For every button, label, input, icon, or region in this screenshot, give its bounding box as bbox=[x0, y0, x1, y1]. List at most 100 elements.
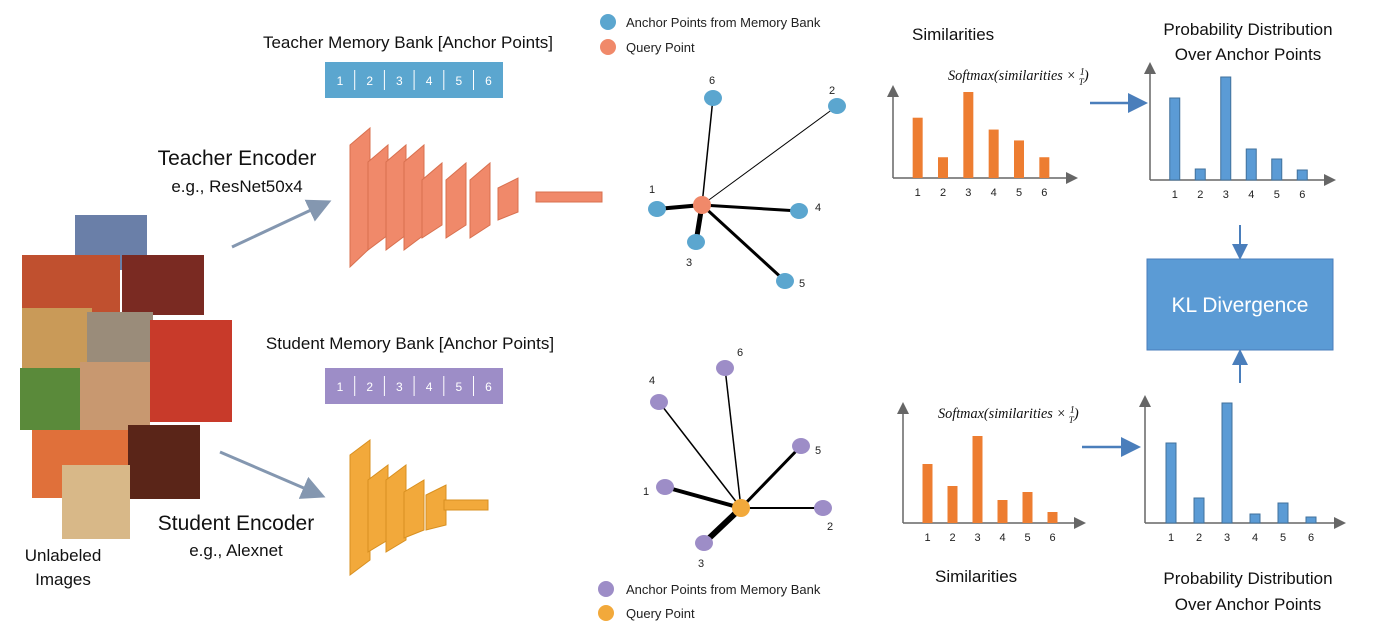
tick-label-1: 1 bbox=[924, 532, 930, 544]
bank-slot-6: 6 bbox=[485, 74, 492, 88]
bar-5 bbox=[1271, 158, 1283, 181]
kl-divergence-box bbox=[1146, 258, 1334, 351]
tick-label-6: 6 bbox=[1041, 187, 1047, 199]
similarity-edge-5 bbox=[739, 444, 803, 510]
student-encoder-network bbox=[349, 439, 489, 576]
bank-slot-4: 4 bbox=[426, 74, 433, 88]
tick-label-3: 3 bbox=[1224, 532, 1230, 544]
bar-5 bbox=[1014, 140, 1024, 178]
query-legend-dot-top bbox=[600, 39, 616, 55]
tick-label-4: 4 bbox=[1248, 189, 1254, 201]
teacher-encoder-title: Teacher Encoder bbox=[158, 147, 317, 170]
bank-slot-5: 5 bbox=[455, 74, 462, 88]
bar-5 bbox=[1022, 492, 1033, 523]
bar-1 bbox=[922, 464, 933, 523]
anchor-point-2 bbox=[814, 500, 832, 516]
arrow-to-student bbox=[219, 450, 326, 499]
bar-4 bbox=[1249, 513, 1261, 524]
anchor-label-4: 4 bbox=[815, 202, 821, 214]
bar-3 bbox=[1220, 76, 1232, 181]
anchor-legend-dot-bottom bbox=[598, 581, 614, 597]
legend-bottom-anchor: Anchor Points from Memory Bank bbox=[626, 582, 821, 597]
bar-4 bbox=[1245, 148, 1257, 181]
bank-slot-5: 5 bbox=[455, 380, 462, 394]
anchor-point-3 bbox=[695, 535, 713, 551]
tick-label-5: 5 bbox=[1280, 532, 1286, 544]
anchor-label-2: 2 bbox=[829, 85, 835, 97]
tick-label-5: 5 bbox=[1274, 189, 1280, 201]
student-similarities-label: Similarities bbox=[935, 567, 1017, 586]
images-label-line2: Images bbox=[35, 570, 91, 589]
student-encoder-example: e.g., Alexnet bbox=[189, 541, 283, 560]
similarity-edge-1 bbox=[664, 485, 742, 510]
anchor-point-2 bbox=[828, 98, 846, 114]
bar-6 bbox=[1039, 157, 1050, 178]
anchor-label-6: 6 bbox=[737, 347, 743, 359]
anchor-point-1 bbox=[648, 201, 666, 217]
anchor-point-4 bbox=[790, 203, 808, 219]
anchor-point-6 bbox=[704, 90, 722, 106]
anchor-label-6: 6 bbox=[709, 75, 715, 87]
anchor-point-5 bbox=[792, 438, 810, 454]
bank-slot-4: 4 bbox=[426, 380, 433, 394]
prob-title-bottom-1: Probability Distribution bbox=[1163, 569, 1332, 588]
tick-label-3: 3 bbox=[974, 532, 980, 544]
tick-label-3: 3 bbox=[1223, 189, 1229, 201]
bank-slot-1: 1 bbox=[337, 74, 344, 88]
bank-slot-1: 1 bbox=[337, 380, 344, 394]
bar-2 bbox=[1194, 168, 1206, 181]
prob-title-top-1: Probability Distribution bbox=[1163, 20, 1332, 39]
tick-label-5: 5 bbox=[1024, 532, 1030, 544]
bank-slot-3: 3 bbox=[396, 380, 403, 394]
bar-3 bbox=[963, 92, 974, 178]
bar-2 bbox=[947, 486, 958, 523]
tick-label-5: 5 bbox=[1016, 187, 1022, 199]
query-point bbox=[732, 499, 750, 517]
kl-divergence-label: KL Divergence bbox=[1172, 294, 1309, 317]
anchor-label-5: 5 bbox=[799, 278, 805, 290]
bar-2 bbox=[1193, 497, 1205, 524]
anchor-label-3: 3 bbox=[686, 257, 692, 269]
teacher-encoder-network bbox=[349, 126, 603, 269]
query-point bbox=[693, 196, 711, 214]
bar-4 bbox=[997, 500, 1008, 523]
bar-1 bbox=[1169, 97, 1181, 181]
similarity-edge-6 bbox=[701, 97, 714, 206]
legend-bottom-query: Query Point bbox=[626, 606, 695, 621]
teacher-bank-title: Teacher Memory Bank [Anchor Points] bbox=[263, 33, 553, 52]
query-legend-dot-bottom bbox=[598, 605, 614, 621]
images-label-line1: Unlabeled bbox=[25, 546, 102, 565]
tick-label-1: 1 bbox=[1172, 189, 1178, 201]
tick-label-2: 2 bbox=[940, 187, 946, 199]
tick-label-3: 3 bbox=[965, 187, 971, 199]
tick-label-2: 2 bbox=[949, 532, 955, 544]
anchor-label-2: 2 bbox=[827, 521, 833, 533]
anchor-point-5 bbox=[776, 273, 794, 289]
anchor-label-1: 1 bbox=[643, 486, 649, 498]
bar-6 bbox=[1047, 512, 1058, 523]
anchor-point-1 bbox=[656, 479, 674, 495]
anchor-point-4 bbox=[650, 394, 668, 410]
anchor-label-4: 4 bbox=[649, 375, 655, 387]
tick-label-4: 4 bbox=[1252, 532, 1258, 544]
legend-top-query: Query Point bbox=[626, 40, 695, 55]
tick-label-6: 6 bbox=[1049, 532, 1055, 544]
bar-1 bbox=[912, 117, 923, 178]
tick-label-4: 4 bbox=[999, 532, 1005, 544]
prob-title-top-2: Over Anchor Points bbox=[1175, 45, 1321, 64]
bar-6 bbox=[1296, 169, 1308, 181]
bar-5 bbox=[1277, 502, 1289, 524]
similarity-edge-2 bbox=[701, 105, 838, 206]
tick-label-6: 6 bbox=[1299, 189, 1305, 201]
anchor-label-1: 1 bbox=[649, 184, 655, 196]
anchor-point-3 bbox=[687, 234, 705, 250]
bar-1 bbox=[1165, 442, 1177, 524]
bar-2 bbox=[938, 157, 948, 178]
